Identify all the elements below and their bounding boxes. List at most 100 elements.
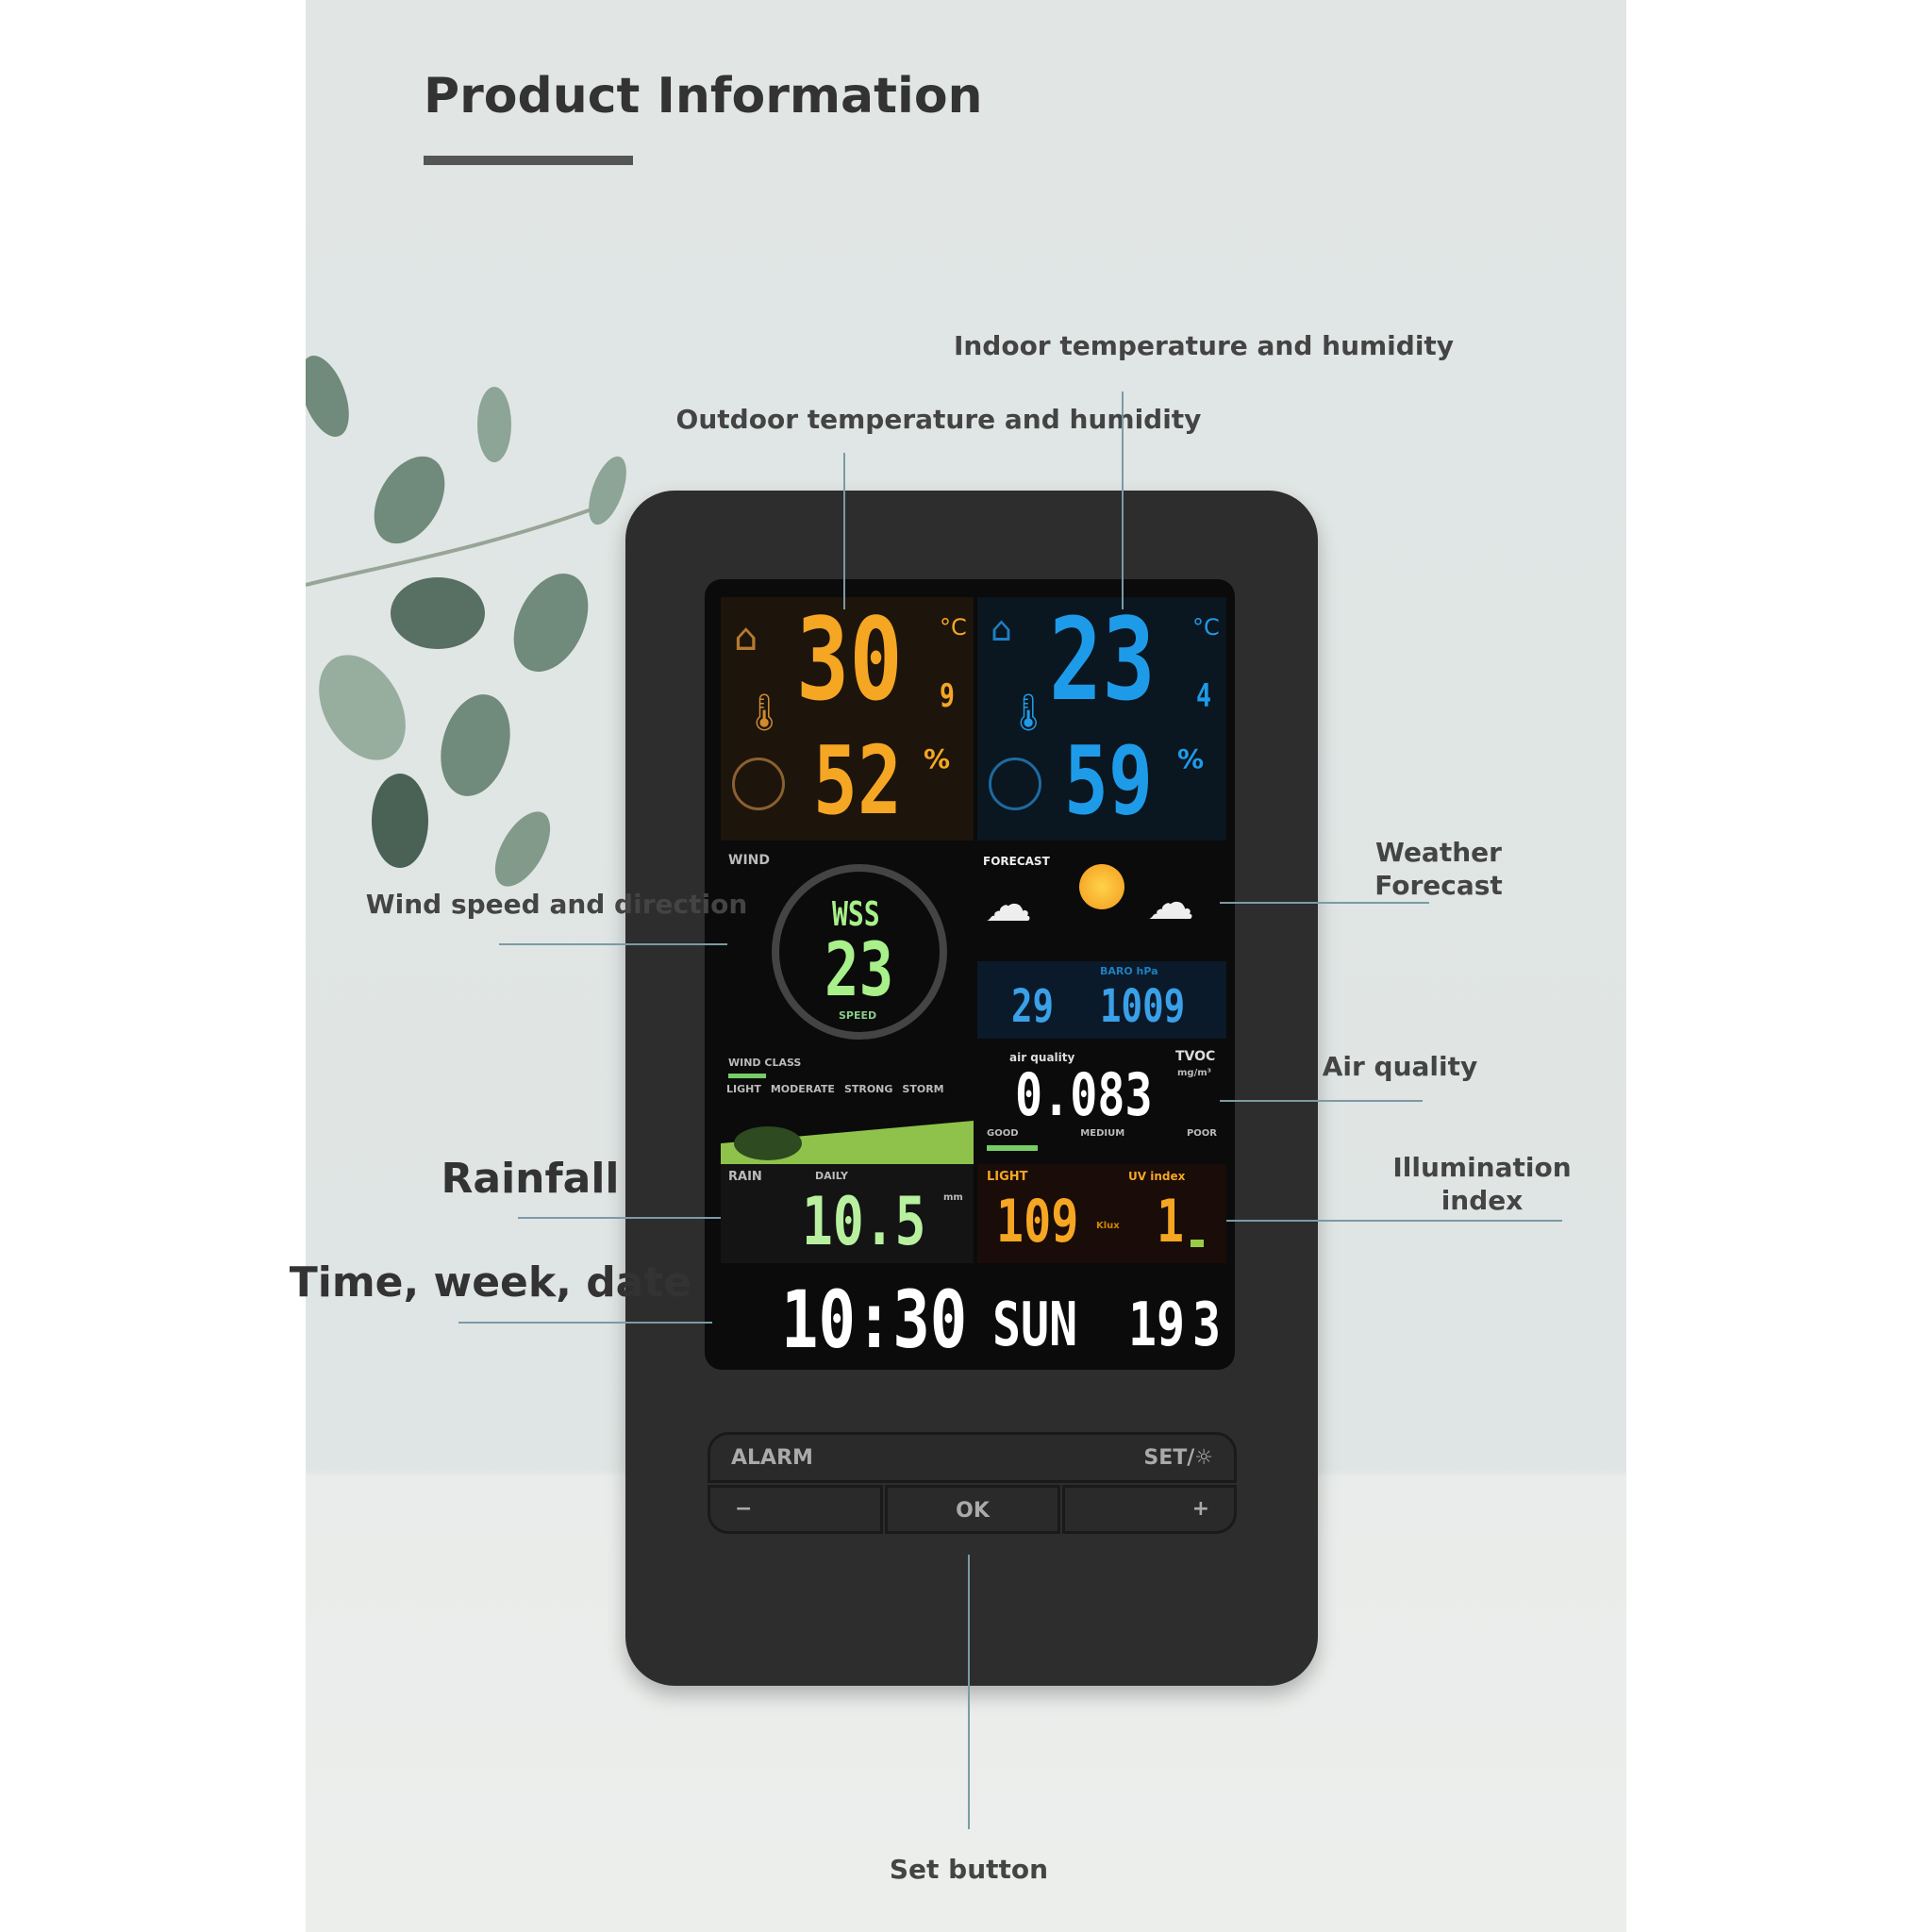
date-month: 3: [1192, 1291, 1222, 1360]
cloud-rain-icon: ☁: [1147, 875, 1194, 930]
outdoor-temp-unit: °C: [940, 614, 967, 641]
outdoor-humidity-unit: %: [924, 743, 951, 774]
leader-line: [1226, 1220, 1562, 1222]
comfort-face-icon: [732, 758, 785, 810]
outdoor-house-icon: ⌂: [734, 616, 758, 659]
ok-button[interactable]: OK: [885, 1485, 1060, 1534]
wind-class-scale: LIGHT MODERATE STRONG STORM: [726, 1083, 944, 1095]
pressure-value: 1009: [1100, 980, 1186, 1033]
pressure-panel: BARO hPa 29 1009: [977, 961, 1226, 1039]
weekday: SUN: [992, 1291, 1078, 1360]
indoor-humidity-unit: %: [1177, 743, 1205, 774]
forecast-label: FORECAST: [983, 855, 1050, 868]
cloud-rain-icon: ☁: [985, 877, 1032, 932]
leader-line: [968, 1555, 970, 1829]
air-quality-scale: GOOD MEDIUM POOR: [987, 1128, 1217, 1139]
indoor-temp-decimal: 4: [1196, 677, 1211, 715]
clock: 10:30: [781, 1274, 968, 1361]
set-button[interactable]: SET/☼: [1143, 1446, 1213, 1470]
outdoor-temp: 30: [796, 597, 903, 726]
indoor-temp-unit: °C: [1192, 614, 1220, 641]
wind-direction: WSS: [832, 895, 880, 934]
air-level: POOR: [1186, 1128, 1217, 1139]
minus-button[interactable]: −: [708, 1485, 883, 1534]
light-panel: LIGHT UV index 109 Klux 1: [977, 1164, 1226, 1263]
wind-class: MODERATE: [770, 1083, 835, 1095]
callout-forecast-line2: Forecast: [1374, 870, 1503, 901]
date-day: 19: [1128, 1291, 1186, 1360]
wind-class: STORM: [902, 1083, 944, 1095]
uv-bar: [1191, 1240, 1204, 1247]
landscape-image: [721, 1121, 974, 1164]
callout-indoor: Indoor temperature and humidity: [953, 330, 1455, 361]
rain-unit: mm: [943, 1192, 963, 1203]
air-quality-bar: [987, 1145, 1038, 1151]
plant-leaves-decoration: [306, 356, 626, 887]
callout-outdoor: Outdoor temperature and humidity: [675, 404, 1202, 435]
uv-label: UV index: [1128, 1170, 1186, 1183]
wind-class-label: WIND CLASS: [728, 1057, 802, 1069]
comfort-face-icon: [989, 758, 1041, 810]
callout-illumination-line1: Illumination: [1392, 1152, 1572, 1183]
forecast-panel: FORECAST ☁ ☁: [977, 847, 1226, 955]
outdoor-panel: ⌂ 🌡 30 9 °C 52 %: [721, 597, 974, 841]
air-quality-label: air quality: [1009, 1051, 1075, 1064]
indoor-panel: ⌂ 🌡 23 4 °C 59 %: [977, 597, 1226, 841]
thermometer-icon: 🌡: [741, 691, 788, 733]
rain-label: RAIN: [728, 1170, 762, 1184]
callout-set-button: Set button: [889, 1854, 1049, 1885]
light-label: LIGHT: [987, 1170, 1028, 1184]
sun-icon: [1079, 864, 1124, 909]
alarm-set-button-bar[interactable]: ALARM SET/☼: [708, 1432, 1237, 1483]
light-unit: Klux: [1096, 1221, 1120, 1231]
light-value: 109: [996, 1187, 1079, 1256]
outdoor-humidity: 52: [813, 725, 902, 836]
leader-line: [518, 1217, 721, 1219]
wind-label: WIND: [728, 853, 770, 868]
wind-class: LIGHT: [726, 1083, 761, 1095]
page-title: Product Information: [424, 68, 983, 125]
rain-period: DAILY: [815, 1170, 848, 1182]
wind-speed: 23: [824, 928, 894, 1013]
rain-panel: RAIN DAILY 10.5 mm: [721, 1164, 974, 1263]
air-quality-panel: air quality TVOC mg/m³ 0.083 GOOD MEDIUM…: [977, 1043, 1226, 1158]
callout-forecast-line1: Weather: [1375, 837, 1502, 868]
callout-wind: Wind speed and direction: [365, 889, 748, 920]
callout-illumination-line2: index: [1441, 1185, 1524, 1216]
wind-class: STRONG: [843, 1083, 893, 1095]
alarm-button[interactable]: ALARM: [731, 1446, 813, 1470]
pressure-label: BARO hPa: [1100, 965, 1158, 977]
outdoor-temp-decimal: 9: [940, 677, 955, 715]
leader-line: [1122, 391, 1124, 609]
tvoc-label: TVOC: [1175, 1049, 1216, 1064]
tvoc-value: 0.083: [1015, 1060, 1153, 1129]
tvoc-unit: mg/m³: [1177, 1068, 1212, 1078]
plus-button[interactable]: +: [1062, 1485, 1237, 1534]
wind-speed-label: SPEED: [839, 1009, 877, 1022]
leader-line: [499, 943, 727, 945]
air-level: MEDIUM: [1080, 1128, 1125, 1139]
leader-line: [458, 1322, 712, 1324]
wind-panel: WIND WSS 23 SPEED WIND CLASS LIGHT MODER…: [721, 847, 974, 1164]
indoor-temp: 23: [1049, 597, 1156, 726]
thermometer-icon: 🌡: [1006, 691, 1052, 733]
callout-air-quality: Air quality: [1322, 1051, 1478, 1082]
wind-class-bar: [728, 1074, 766, 1078]
leader-line: [1220, 1100, 1423, 1102]
indoor-house-icon: ⌂: [991, 610, 1012, 649]
lcd-screen: ⌂ 🌡 30 9 °C 52 % ⌂ 🌡 23 4 °C 59 % WIND W…: [705, 579, 1235, 1370]
rain-value: 10.5: [802, 1183, 926, 1260]
leader-line: [1220, 902, 1429, 904]
callout-rainfall: Rainfall: [441, 1155, 620, 1203]
time-panel: 10:30 SUN 19 3: [721, 1269, 1226, 1361]
indoor-humidity: 59: [1064, 725, 1153, 836]
air-level: GOOD: [987, 1128, 1019, 1139]
leader-line: [843, 453, 845, 609]
title-underline: [424, 156, 633, 165]
uv-value: 1: [1157, 1187, 1185, 1256]
pressure-left-value: 29: [1011, 980, 1055, 1033]
wind-compass: [772, 864, 947, 1040]
callout-time: Time, week, date: [289, 1258, 692, 1307]
